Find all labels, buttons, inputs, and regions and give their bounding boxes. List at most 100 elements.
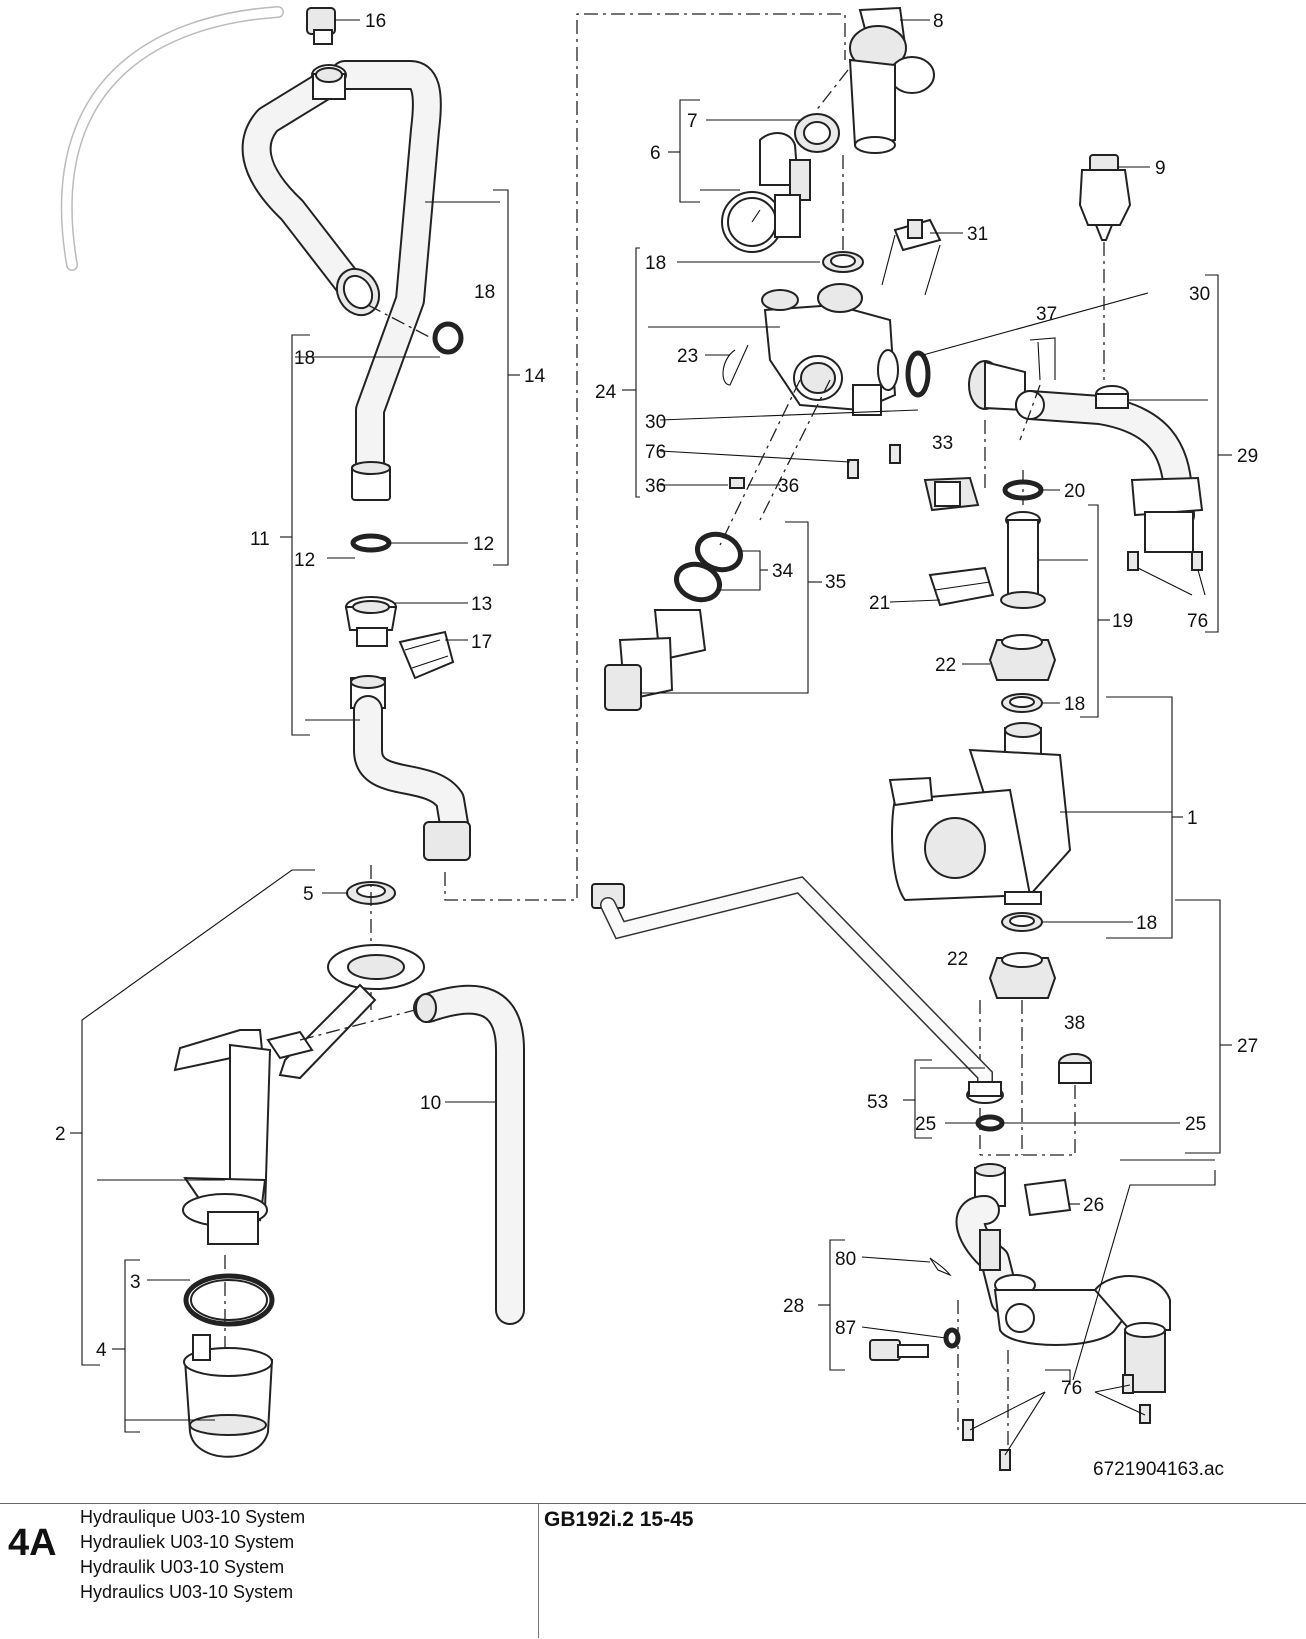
screws-76-lower <box>962 1374 1151 1471</box>
label-76-lower: 76 <box>1061 1378 1082 1399</box>
part-35-valve-motor <box>604 609 707 711</box>
label-30-top: 30 <box>1189 284 1210 305</box>
label-24: 24 <box>595 382 617 403</box>
description-fr: Hydraulique U03-10 System <box>80 1507 306 1527</box>
label-12-left: 12 <box>294 550 315 571</box>
screws-76-center <box>847 444 901 479</box>
part-16-fitting <box>306 7 360 45</box>
label-25-left: 25 <box>915 1114 936 1135</box>
label-10: 10 <box>420 1093 441 1114</box>
label-76-right: 76 <box>1187 611 1208 632</box>
page-id: 4A <box>8 1522 57 1564</box>
clip-26 <box>1023 1178 1072 1217</box>
label-4: 4 <box>96 1340 107 1361</box>
label-36-left: 36 <box>645 476 666 497</box>
oring-34b <box>674 561 722 603</box>
label-25-right: 25 <box>1185 1114 1206 1135</box>
clip-80 <box>929 1257 952 1277</box>
label-20: 20 <box>1064 481 1085 502</box>
label-18-pump-top: 18 <box>1064 694 1085 715</box>
footer-table <box>0 1503 1306 1639</box>
label-11: 11 <box>250 529 270 550</box>
routing-line <box>444 13 846 901</box>
seal-18-left <box>432 321 464 355</box>
nut-22-lower <box>988 952 1057 999</box>
label-76-center: 76 <box>645 442 666 463</box>
oring-30 <box>905 350 931 398</box>
part-27-outlet-assembly <box>955 1163 1171 1393</box>
oring-3 <box>183 1273 275 1327</box>
part-24-valve-block <box>761 283 899 416</box>
label-9: 9 <box>1155 158 1166 179</box>
label-5: 5 <box>303 884 314 905</box>
label-12-right: 12 <box>473 534 494 555</box>
label-23: 23 <box>677 346 698 367</box>
label-53: 53 <box>867 1092 888 1113</box>
bracket-31 <box>881 218 942 296</box>
label-31: 31 <box>967 224 988 245</box>
model-number: GB192i.2 15-45 <box>544 1508 694 1531</box>
label-26: 26 <box>1083 1195 1104 1216</box>
oring-25 <box>975 1114 1005 1132</box>
clip-23 <box>722 344 749 386</box>
label-3: 3 <box>130 1272 141 1293</box>
label-34: 34 <box>772 561 794 582</box>
label-7: 7 <box>687 111 698 132</box>
label-28: 28 <box>783 1296 804 1317</box>
label-80: 80 <box>835 1249 856 1270</box>
label-6: 6 <box>650 143 661 164</box>
label-36-right: 36 <box>778 476 799 497</box>
description-de: Hydraulik U03-10 System <box>80 1557 285 1577</box>
nut-22-upper <box>988 634 1057 681</box>
label-22-lower: 22 <box>947 949 968 970</box>
pipe-11-lower <box>350 675 471 861</box>
label-38: 38 <box>1064 1013 1085 1034</box>
label-1: 1 <box>1187 808 1198 829</box>
label-27: 27 <box>1237 1036 1258 1057</box>
oring-34a <box>695 531 743 573</box>
label-2: 2 <box>55 1124 66 1145</box>
clip-21 <box>928 566 995 607</box>
label-29: 29 <box>1237 446 1258 467</box>
label-87: 87 <box>835 1318 856 1339</box>
label-19: 19 <box>1112 611 1133 632</box>
description-list: Hydraulique U03-10 System Hydrauliek U03… <box>80 1505 305 1605</box>
part-8-elbow <box>848 6 935 154</box>
label-8: 8 <box>933 11 944 32</box>
label-21: 21 <box>869 593 890 614</box>
description-en: Hydraulics U03-10 System <box>80 1582 294 1602</box>
pipe-53 <box>591 876 1004 1104</box>
screws-76-right <box>1127 551 1203 571</box>
label-13: 13 <box>471 594 492 615</box>
label-18-left: 18 <box>294 348 315 369</box>
label-33: 33 <box>932 433 953 454</box>
exploded-parts-diagram: 16 8 7 6 9 31 18 18 30 37 18 14 23 24 30… <box>55 6 1258 1480</box>
pipe-14 <box>241 60 442 501</box>
figure-code: 6721904163.ac <box>1093 1459 1224 1480</box>
hose-10 <box>413 984 525 1325</box>
label-22-upper: 22 <box>935 655 956 676</box>
label-37: 37 <box>1036 304 1057 325</box>
footer-divider <box>538 1503 539 1638</box>
clip-17 <box>398 630 455 680</box>
part-6-pressure-gauge <box>721 132 811 253</box>
cap-38 <box>1058 1053 1092 1084</box>
cup-4 <box>183 1334 274 1458</box>
sensor-87 <box>869 1327 961 1361</box>
label-16: 16 <box>365 11 386 32</box>
label-14: 14 <box>524 366 546 387</box>
label-30: 30 <box>645 412 666 433</box>
air-vent-9 <box>1078 154 1132 241</box>
label-35: 35 <box>825 572 846 593</box>
part-2-siphon-body <box>173 944 425 1245</box>
part-19-pipe <box>1000 511 1046 609</box>
label-17: 17 <box>471 632 492 653</box>
label-18-pump-bottom: 18 <box>1136 913 1157 934</box>
label-18-top-left: 18 <box>474 282 495 303</box>
sensor-33 <box>923 476 980 512</box>
pump-1 <box>888 722 1072 905</box>
clip-37 <box>1029 337 1056 381</box>
label-18-center: 18 <box>645 253 666 274</box>
part-29-pipe <box>968 360 1204 553</box>
oring-12 <box>350 533 392 553</box>
